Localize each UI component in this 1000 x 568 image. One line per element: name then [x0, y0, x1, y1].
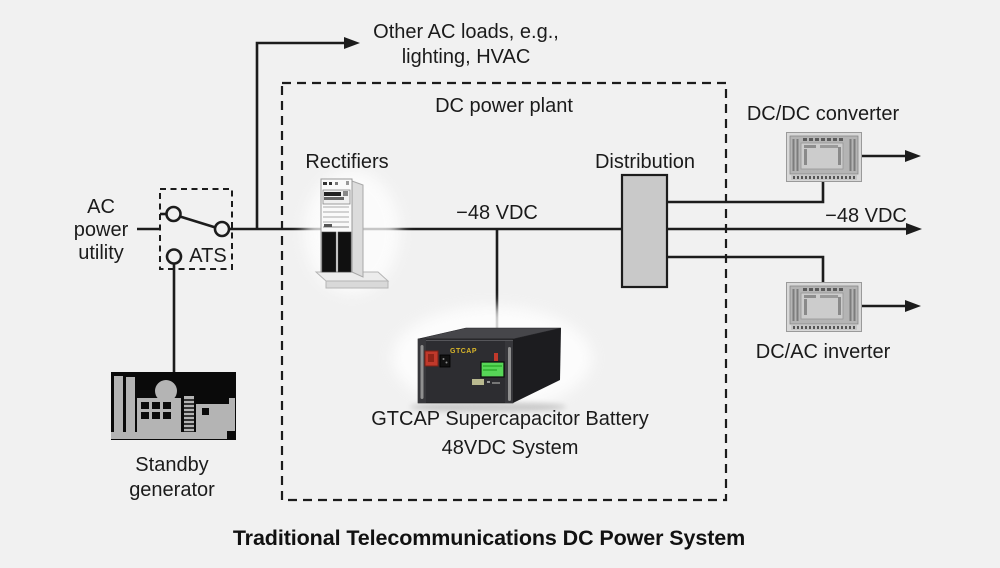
diagram-title: Traditional Telecommunications DC Power …	[232, 526, 746, 550]
generator-image	[111, 372, 236, 440]
ats-label: ATS	[189, 245, 227, 267]
standby-generator-label: Standby generator	[129, 454, 215, 501]
dcac-inverter-label: DC/AC inverter	[755, 341, 891, 363]
arrowheads	[344, 37, 922, 312]
dcdc-converter-image	[786, 132, 862, 182]
rectifiers-label: Rectifiers	[305, 151, 389, 173]
dc-power-plant-boundary	[280, 81, 728, 502]
battery-brand-label: GTCAP	[450, 348, 477, 355]
ats-switch-symbol	[165, 205, 231, 265]
battery-image	[392, 306, 592, 412]
bus-voltage-label: −48 VDC	[456, 202, 538, 224]
other-ac-loads-label: Other AC loads, e.g., lighting, HVAC	[373, 21, 559, 68]
ac-power-utility-label: AC power utility	[73, 196, 129, 264]
dcac-arrowhead	[905, 300, 921, 312]
output-voltage-label: −48 VDC	[825, 205, 907, 227]
distribution-label: Distribution	[594, 151, 696, 173]
bus-arrowhead	[906, 223, 922, 235]
other-ac-loads-arrowhead	[344, 37, 360, 49]
distribution-box	[620, 173, 669, 289]
dcdc-arrowhead	[905, 150, 921, 162]
dcac-inverter-image	[786, 282, 862, 332]
dcdc-converter-label: DC/DC converter	[746, 103, 900, 125]
dc-power-plant-label: DC power plant	[435, 95, 573, 117]
battery-caption-label: GTCAP Supercapacitor Battery 48VDC Syste…	[371, 408, 649, 459]
rectifier-image	[304, 170, 400, 294]
